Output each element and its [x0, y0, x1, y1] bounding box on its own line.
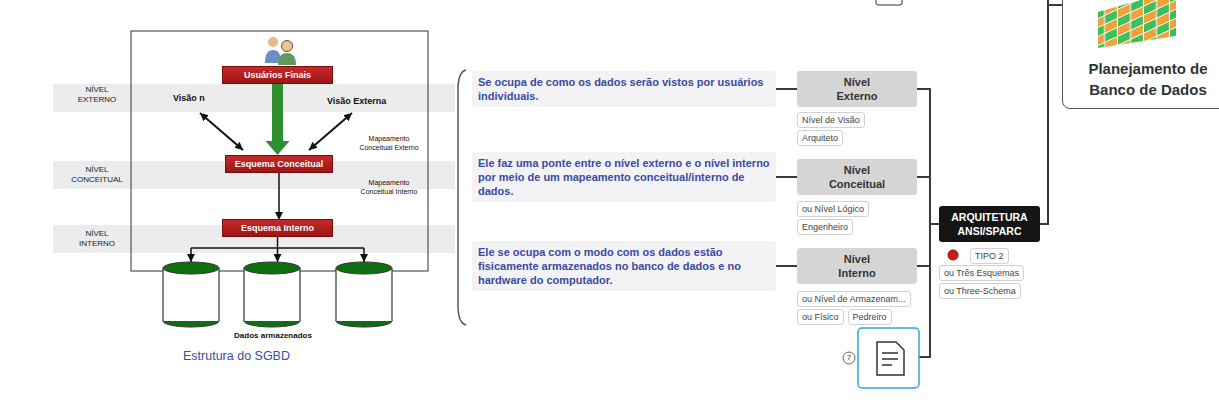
tag-pill: Nível de Visão — [797, 112, 865, 128]
node-text: Nível Conceitual — [826, 163, 888, 191]
callout-circle — [843, 352, 855, 364]
node-text: ou Físico — [802, 311, 839, 323]
database-cylinder — [336, 262, 392, 327]
figure-frame — [131, 31, 428, 271]
node-text: TIPO 2 — [975, 250, 1004, 262]
tag-pill: ou Físico — [797, 309, 844, 325]
level-topic: Nível Interno — [797, 248, 917, 284]
node-text: Nível de Visão — [802, 114, 860, 126]
storage-arrow — [190, 248, 192, 262]
mapping-label: Mapeamento Conceitual Interno — [354, 178, 424, 196]
node-text: Esquema Conceitual — [229, 158, 329, 170]
database-cylinder — [163, 262, 219, 327]
node-text: ou Three-Schema — [944, 285, 1016, 297]
flow-arrow — [272, 84, 283, 141]
note-box — [858, 328, 919, 388]
user-head — [282, 41, 293, 52]
cut-off-box — [876, 0, 902, 5]
tag-pill: ou Three-Schema — [939, 283, 1021, 299]
node-text: Engenheiro — [802, 221, 848, 233]
node-text: ou Nível de Armazenam... — [802, 293, 906, 305]
tag-pill: ou Nível de Armazenam... — [797, 291, 911, 307]
view-arrow — [309, 113, 352, 150]
tag-pill: Arquiteto — [797, 130, 843, 146]
node-text: Nível Externo — [826, 75, 888, 103]
view-arrow — [200, 113, 243, 150]
branch-line — [776, 265, 797, 267]
flow-arrow — [278, 173, 280, 212]
level-topic: Nível Conceitual — [797, 159, 917, 195]
branch-line — [917, 224, 939, 266]
root-topic: ARQUITETURA ANSI/SPARC — [939, 206, 1040, 242]
callout-number: 7 — [843, 352, 855, 364]
node-text: Usuários Finais — [226, 69, 329, 81]
node-text: Esquema Interno — [226, 222, 329, 234]
view-label: Visão n — [173, 92, 205, 104]
node-text: Se ocupa de como os dados serão vistos p… — [478, 75, 770, 103]
view-label: Visão Externa — [327, 95, 386, 107]
branch-line — [776, 176, 797, 178]
figure-caption: Estrutura do SGBD — [183, 349, 290, 363]
cubes-icon — [1098, 0, 1176, 48]
node-text: ou Nível Lógico — [802, 203, 864, 215]
description-box: Ele faz uma ponte entre o nível externo … — [472, 152, 776, 202]
storage-wire — [191, 236, 364, 248]
parent-topic: Planejamento de Banco de Dados — [1062, 0, 1219, 109]
tag-pill: ou Nível Lógico — [797, 201, 869, 217]
node-text: Pedreiro — [853, 311, 887, 323]
tag-pill: Engenheiro — [797, 219, 853, 235]
node-text: ou Três Esquemas — [944, 267, 1019, 279]
priority-dot — [948, 250, 958, 260]
schema-box: Esquema Interno — [222, 219, 333, 237]
tag-pill: ou Três Esquemas — [939, 265, 1024, 281]
description-box: Se ocupa de como os dados serão vistos p… — [472, 71, 776, 107]
level-label: NÍVEL EXTERNO — [68, 85, 126, 105]
node-text: ARQUITETURA ANSI/SPARC — [942, 210, 1037, 238]
level-topic: Nível Externo — [797, 71, 917, 107]
tag-pill: TIPO 2 — [970, 248, 1009, 264]
node-text: Arquiteto — [802, 132, 838, 144]
users-icon — [265, 37, 296, 65]
branch-line — [776, 88, 797, 90]
brace — [458, 70, 466, 325]
node-text: Planejamento de Banco de Dados — [1071, 58, 1219, 100]
database-cylinder — [244, 262, 300, 327]
branch-line — [917, 89, 939, 224]
storage-arrow — [277, 248, 279, 262]
node-text: Ele se ocupa com o modo com os dados est… — [478, 245, 770, 287]
schema-box: Usuários Finais — [222, 66, 333, 84]
level-label: NÍVEL INTERNO — [68, 229, 126, 249]
branch-line — [919, 266, 930, 357]
branch-line — [1040, 5, 1062, 224]
branch-line — [917, 177, 939, 224]
storage-label: Dados armazenados — [223, 331, 323, 341]
node-text: Nível Interno — [826, 252, 888, 280]
note-icon — [877, 342, 904, 375]
user-body — [278, 53, 296, 65]
level-label: NÍVEL CONCEITUAL — [68, 165, 126, 185]
schema-box: Esquema Conceitual — [225, 155, 333, 173]
description-box: Ele se ocupa com o modo com os dados est… — [472, 241, 776, 291]
mapping-label: Mapeamento Conceitual Externo — [354, 134, 424, 152]
node-text: Ele faz uma ponte entre o nível externo … — [478, 156, 770, 198]
user-head — [268, 37, 278, 47]
tag-pill: Pedreiro — [848, 309, 892, 325]
level-band — [53, 84, 455, 112]
storage-arrow — [363, 248, 365, 262]
